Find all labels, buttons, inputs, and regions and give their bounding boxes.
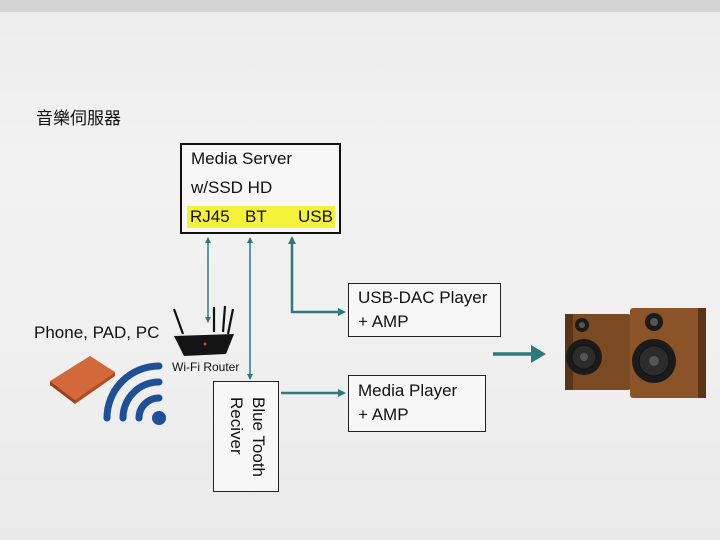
tablet-icon bbox=[50, 356, 115, 404]
port-strip: RJ45 BT USB bbox=[187, 206, 335, 228]
media-player-box: Media Player + AMP bbox=[348, 375, 486, 432]
to-speakers-arrowhead bbox=[531, 345, 546, 363]
left-speaker bbox=[565, 314, 631, 390]
devices-label: Phone, PAD, PC bbox=[34, 323, 160, 342]
media-server-box: Media Server w/SSD HD RJ45 BT USB bbox=[180, 143, 341, 234]
port-usb: USB bbox=[298, 207, 333, 226]
wifi-router-icon bbox=[172, 305, 235, 356]
media-server-title: Media Server bbox=[191, 149, 293, 168]
right-speaker bbox=[630, 308, 706, 398]
usb-dac-connector bbox=[288, 236, 346, 316]
speakers-icon bbox=[565, 308, 706, 398]
media-player-subtitle: + AMP bbox=[358, 405, 409, 424]
wifi-signal-icon bbox=[103, 362, 166, 425]
media-player-title: Media Player bbox=[358, 381, 458, 400]
media-server-subtitle: w/SSD HD bbox=[191, 178, 273, 197]
connectors bbox=[205, 236, 546, 397]
page-title: 音樂伺服器 bbox=[36, 109, 121, 129]
usb-dac-box: USB-DAC Player + AMP bbox=[348, 283, 501, 337]
top-bar bbox=[0, 0, 720, 12]
router-label: Wi-Fi Router bbox=[172, 360, 240, 374]
usb-dac-subtitle: + AMP bbox=[358, 312, 409, 331]
usb-dac-title: USB-DAC Player bbox=[358, 288, 488, 307]
bluetooth-receiver-box: Blue Tooth Reciver bbox=[213, 381, 279, 492]
port-bt: BT bbox=[245, 207, 267, 226]
port-rj45: RJ45 bbox=[190, 207, 230, 226]
